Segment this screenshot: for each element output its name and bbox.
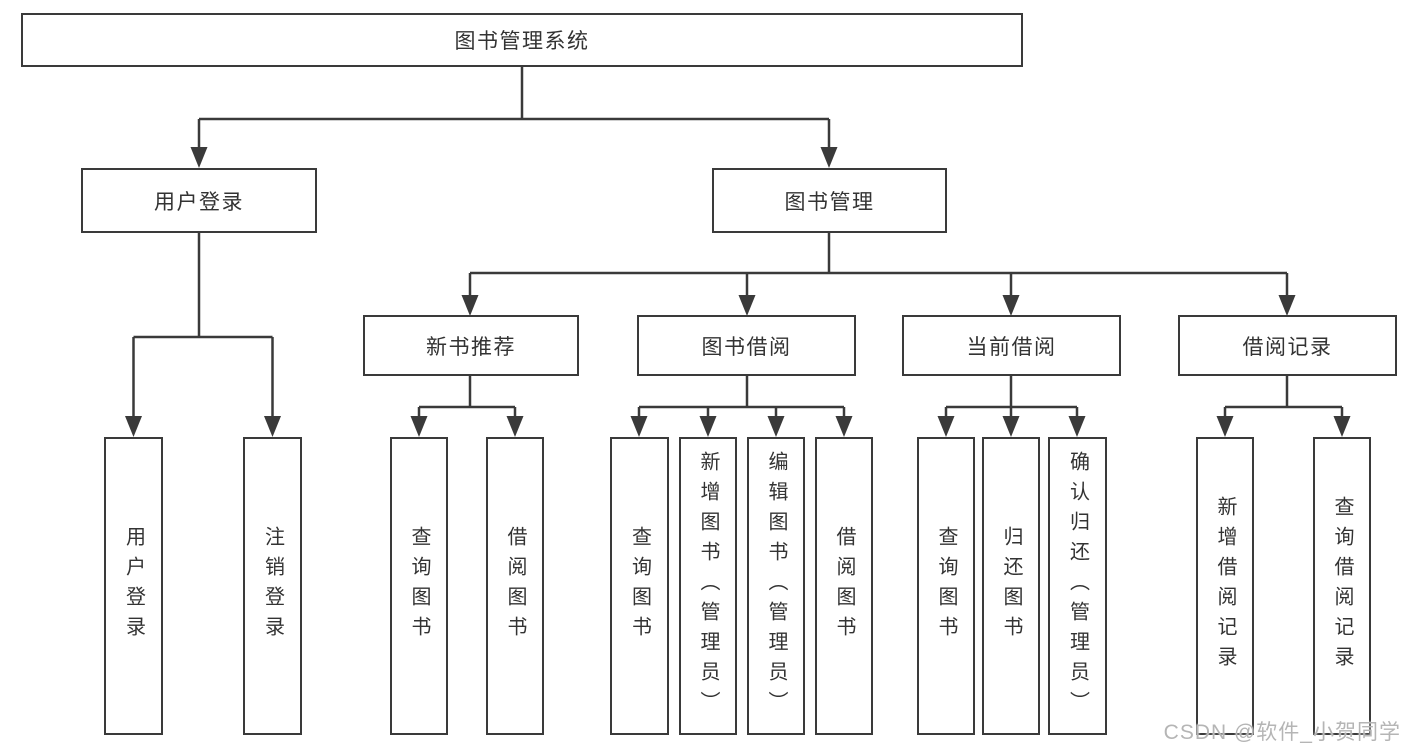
leaf-edit-book-admin-label: 编辑图书（管理员）: [765, 451, 787, 721]
node-book-borrow: 图书借阅: [637, 315, 856, 376]
leaf-query-books-1-label: 查询图书: [408, 526, 430, 646]
leaf-return-book: 归还图书: [982, 437, 1040, 735]
connector-book-borrow: [637, 376, 846, 418]
arrowhead: [1278, 295, 1296, 316]
leaf-query-books-2: 查询图书: [610, 437, 669, 735]
node-root: 图书管理系统: [21, 13, 1023, 67]
leaf-borrow-books-1-label: 借阅图书: [504, 526, 526, 646]
leaf-edit-book-admin: 编辑图书（管理员）: [747, 437, 805, 735]
node-new-book-recommend: 新书推荐: [363, 315, 579, 376]
connector-root-to-level2: [197, 67, 831, 149]
arrowhead: [1002, 416, 1020, 437]
leaf-confirm-return-admin: 确认归还（管理员）: [1048, 437, 1107, 735]
leaf-query-books-2-label: 查询图书: [628, 526, 651, 646]
node-current-borrow: 当前借阅: [902, 315, 1121, 376]
leaf-add-borrow-record-label: 新增借阅记录: [1214, 496, 1236, 676]
arrowhead: [190, 147, 208, 168]
arrowhead: [630, 416, 648, 437]
arrowhead: [738, 295, 756, 316]
node-borrow-records-label: 借阅记录: [1242, 335, 1333, 359]
leaf-borrow-books-2: 借阅图书: [815, 437, 873, 735]
leaf-query-books-3-label: 查询图书: [935, 526, 957, 646]
leaf-query-borrow-record-label: 查询借阅记录: [1331, 496, 1353, 676]
node-book-management-label: 图书管理: [784, 190, 875, 214]
arrowhead: [125, 416, 142, 437]
arrowhead: [461, 295, 479, 316]
connector-user-login: [132, 233, 274, 418]
arrowhead: [1216, 416, 1234, 437]
connector-new-book-recommend: [417, 376, 517, 418]
arrowhead: [937, 416, 955, 437]
arrowhead: [410, 416, 428, 437]
node-root-label: 图书管理系统: [454, 30, 590, 53]
leaf-confirm-return-admin-label: 确认归还（管理员）: [1066, 451, 1089, 721]
leaf-add-book-admin-label: 新增图书（管理员）: [697, 451, 719, 721]
leaf-logout: 注销登录: [243, 437, 302, 735]
leaf-query-books-1: 查询图书: [390, 437, 448, 735]
connector-borrow-records: [1223, 376, 1344, 418]
leaf-borrow-books-2-label: 借阅图书: [833, 526, 855, 646]
arrowhead: [820, 147, 838, 168]
arrowhead: [699, 416, 717, 437]
connector-current-borrow: [944, 376, 1079, 418]
leaf-query-borrow-record: 查询借阅记录: [1313, 437, 1371, 735]
node-current-borrow-label: 当前借阅: [966, 335, 1057, 359]
connector-book-management: [468, 233, 1289, 297]
arrowhead: [1333, 416, 1351, 437]
node-borrow-records: 借阅记录: [1178, 315, 1397, 376]
leaf-user-login-label: 用户登录: [122, 526, 145, 646]
arrowhead: [1002, 295, 1020, 316]
leaf-query-books-3: 查询图书: [917, 437, 975, 735]
node-user-login: 用户登录: [81, 168, 317, 233]
leaf-add-borrow-record: 新增借阅记录: [1196, 437, 1254, 735]
arrowhead: [1068, 416, 1086, 437]
arrowhead: [767, 416, 785, 437]
node-user-login-label: 用户登录: [154, 190, 244, 214]
node-book-management: 图书管理: [712, 168, 947, 233]
arrowhead: [835, 416, 853, 437]
leaf-user-login: 用户登录: [104, 437, 163, 735]
arrowhead: [264, 416, 281, 437]
csdn-watermark: CSDN @软件_小贺同学: [1163, 721, 1401, 744]
arrowhead: [506, 416, 524, 437]
node-new-book-recommend-label: 新书推荐: [426, 335, 516, 359]
leaf-add-book-admin: 新增图书（管理员）: [679, 437, 737, 735]
leaf-return-book-label: 归还图书: [1000, 526, 1022, 646]
node-book-borrow-label: 图书借阅: [701, 335, 792, 359]
leaf-borrow-books-1: 借阅图书: [486, 437, 544, 735]
leaf-logout-label: 注销登录: [261, 526, 284, 646]
